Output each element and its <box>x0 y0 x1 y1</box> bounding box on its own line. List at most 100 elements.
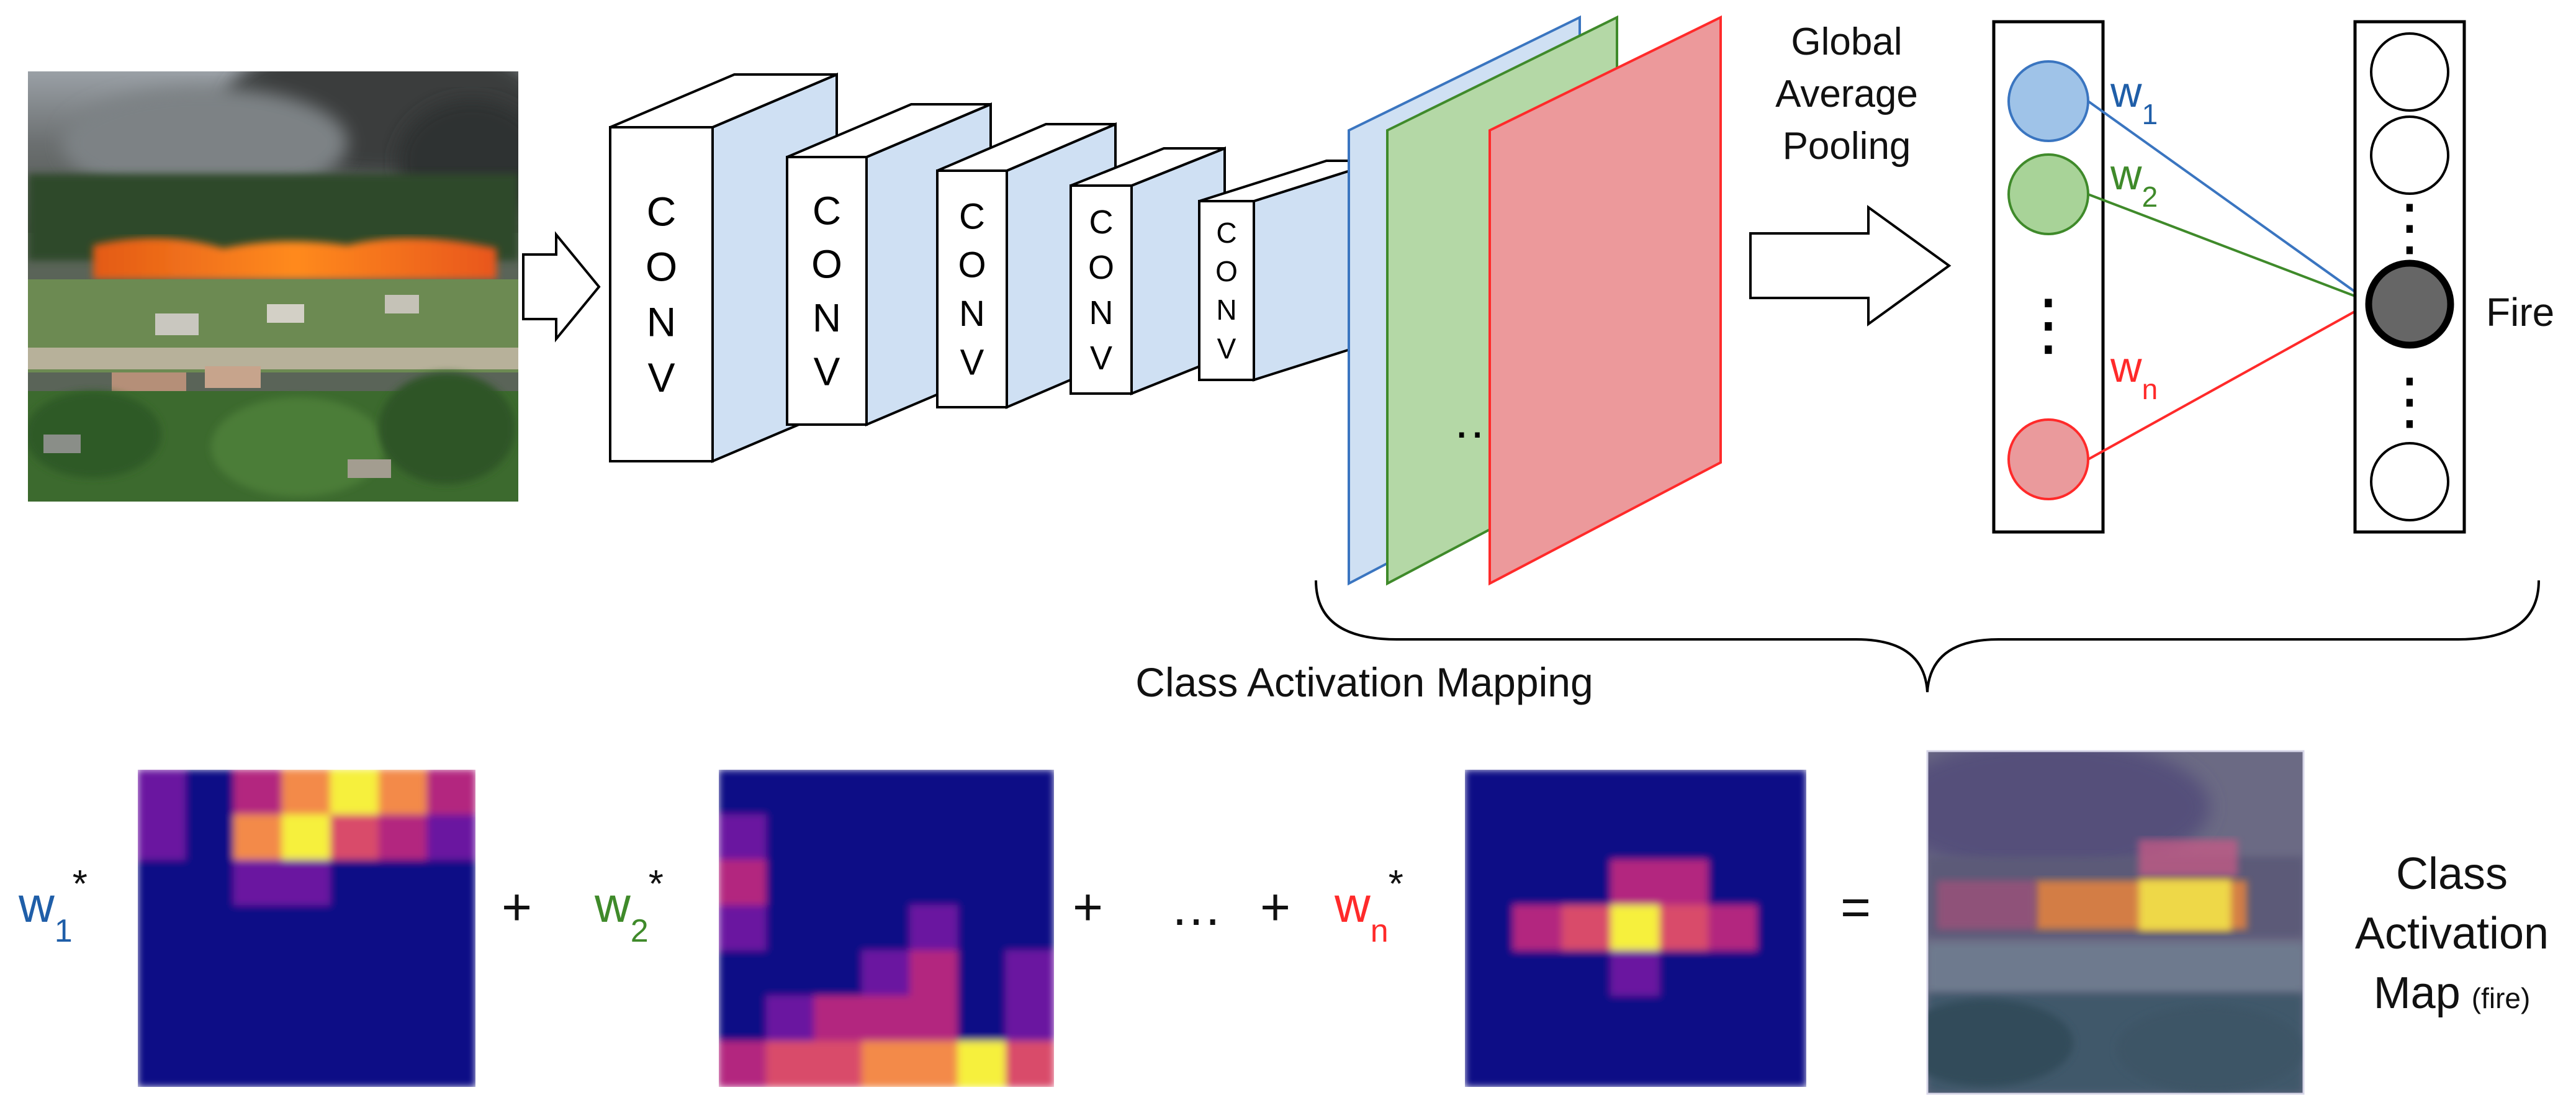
heatmap-cell <box>1465 770 1515 816</box>
heatmap-cell <box>426 814 475 861</box>
pooling-line-3: Pooling <box>1783 125 1911 168</box>
output-ellipsis-top: ⋮ <box>2379 192 2441 262</box>
heatmap-cell <box>814 996 863 1042</box>
heatmap-cell <box>1659 996 1709 1042</box>
heatmap-cell <box>138 905 187 952</box>
heatmap-n <box>1465 770 1806 1087</box>
heatmap-cell <box>719 1041 768 1087</box>
heatmap-cell <box>138 1041 187 1087</box>
heatmap-cell <box>1005 770 1054 816</box>
heatmap-cell <box>1708 905 1759 952</box>
plus-3: + <box>1260 878 1290 936</box>
heatmap-cell <box>719 860 768 906</box>
heatmap-cell <box>138 814 187 861</box>
conv-label-letter: V <box>1217 332 1236 364</box>
gap-vector: ⋮ <box>1992 20 2105 534</box>
heatmap-cell <box>138 770 187 816</box>
term2-weight: w2* <box>594 863 664 949</box>
output-node-fire <box>2365 259 2454 349</box>
heatmap-cell <box>138 860 187 906</box>
heatmap-cell <box>1757 814 1806 861</box>
heatmap-cell <box>1757 860 1806 906</box>
termn-weight: wn* <box>1334 863 1403 949</box>
heatmap-cell <box>1708 950 1759 997</box>
heatmap-cell <box>1659 860 1709 906</box>
heatmap-cell <box>185 905 235 952</box>
heatmap-cell <box>814 770 863 816</box>
heatmap-2 <box>719 770 1054 1087</box>
heatmap-cell <box>862 996 911 1042</box>
heatmap-cell <box>1562 905 1612 952</box>
heatmap-cell <box>426 1041 475 1087</box>
heatmap-cell <box>282 996 331 1042</box>
heatmap-cell <box>1610 950 1661 997</box>
conv-label-letter: C <box>813 188 841 233</box>
heatmap-cell <box>378 860 428 906</box>
heatmap-cell <box>1513 1041 1564 1087</box>
heatmap-cell <box>378 905 428 952</box>
heatmap-cell <box>1465 860 1515 906</box>
heatmap-cell <box>1465 1041 1515 1087</box>
input-arrow <box>522 231 601 343</box>
pooling-arrow <box>1749 205 1952 327</box>
heatmap-cell <box>1659 905 1709 952</box>
conv-label-letter: C <box>1216 217 1236 249</box>
weight-labels: w1 w2 wn <box>2110 68 2158 405</box>
heatmap-cell <box>1757 950 1806 997</box>
heatmap-cell <box>814 814 863 861</box>
heatmap-cell <box>957 860 1007 906</box>
heatmap-cell <box>1708 770 1759 816</box>
heatmap-cell <box>909 950 959 997</box>
gap-node-red <box>2007 418 2089 500</box>
heatmap-cell <box>814 950 863 997</box>
heatmap-cell <box>719 996 768 1042</box>
heatmap-cell <box>1465 905 1515 952</box>
heatmap-cell <box>330 860 380 906</box>
conv-label-letter: V <box>1090 340 1112 377</box>
heatmap-cell <box>862 814 911 861</box>
conv-label-letter: V <box>647 354 675 400</box>
dots: … <box>1170 878 1222 936</box>
heatmap-cell <box>1513 905 1564 952</box>
conv-label-letter: C <box>647 188 677 234</box>
heatmap-cell <box>719 950 768 997</box>
heatmap-cell <box>233 905 284 952</box>
conv-label-letter: O <box>1088 249 1114 286</box>
heatmap-cell <box>1610 770 1661 816</box>
heatmap-cell <box>185 996 235 1042</box>
heatmap-cell <box>185 860 235 906</box>
term1-weight: w1* <box>18 863 88 949</box>
heatmap-cell <box>957 996 1007 1042</box>
plus-2: + <box>1073 878 1103 936</box>
heatmap-cell <box>1465 950 1515 997</box>
heatmap-cell <box>957 905 1007 952</box>
pooling-line-2: Average <box>1775 73 1918 115</box>
gap-ellipsis: ⋮ <box>2014 286 2083 363</box>
heatmap-cell <box>1708 860 1759 906</box>
heatmap-cell <box>719 814 768 861</box>
input-fire-photo <box>28 71 518 502</box>
heatmap-cell <box>426 950 475 997</box>
output-node-1 <box>2370 32 2449 112</box>
result-line-3: Map(fire) <box>2374 968 2531 1018</box>
heatmap-cell <box>766 996 816 1042</box>
heatmap-cell <box>814 860 863 906</box>
heatmap-cell <box>378 996 428 1042</box>
heatmap-cell <box>1610 905 1661 952</box>
heatmap-cell <box>1708 814 1759 861</box>
heatmap-cell <box>957 950 1007 997</box>
heatmap-cell <box>1562 950 1612 997</box>
heatmap-cell <box>862 860 911 906</box>
weight-wn: wn <box>2110 343 2158 405</box>
weight-w1: w1 <box>2110 68 2158 130</box>
heatmap-cell <box>185 770 235 816</box>
conv-label-letter: N <box>1216 294 1236 326</box>
output-node-2 <box>2370 115 2449 195</box>
heatmap-cell <box>909 905 959 952</box>
heatmap-cell <box>378 950 428 997</box>
heatmap-cell <box>282 905 331 952</box>
conv-label-letter: O <box>1215 255 1238 287</box>
heatmap-cell <box>1513 770 1564 816</box>
heatmap-cell <box>766 1041 816 1087</box>
heatmap-cell <box>1562 770 1612 816</box>
